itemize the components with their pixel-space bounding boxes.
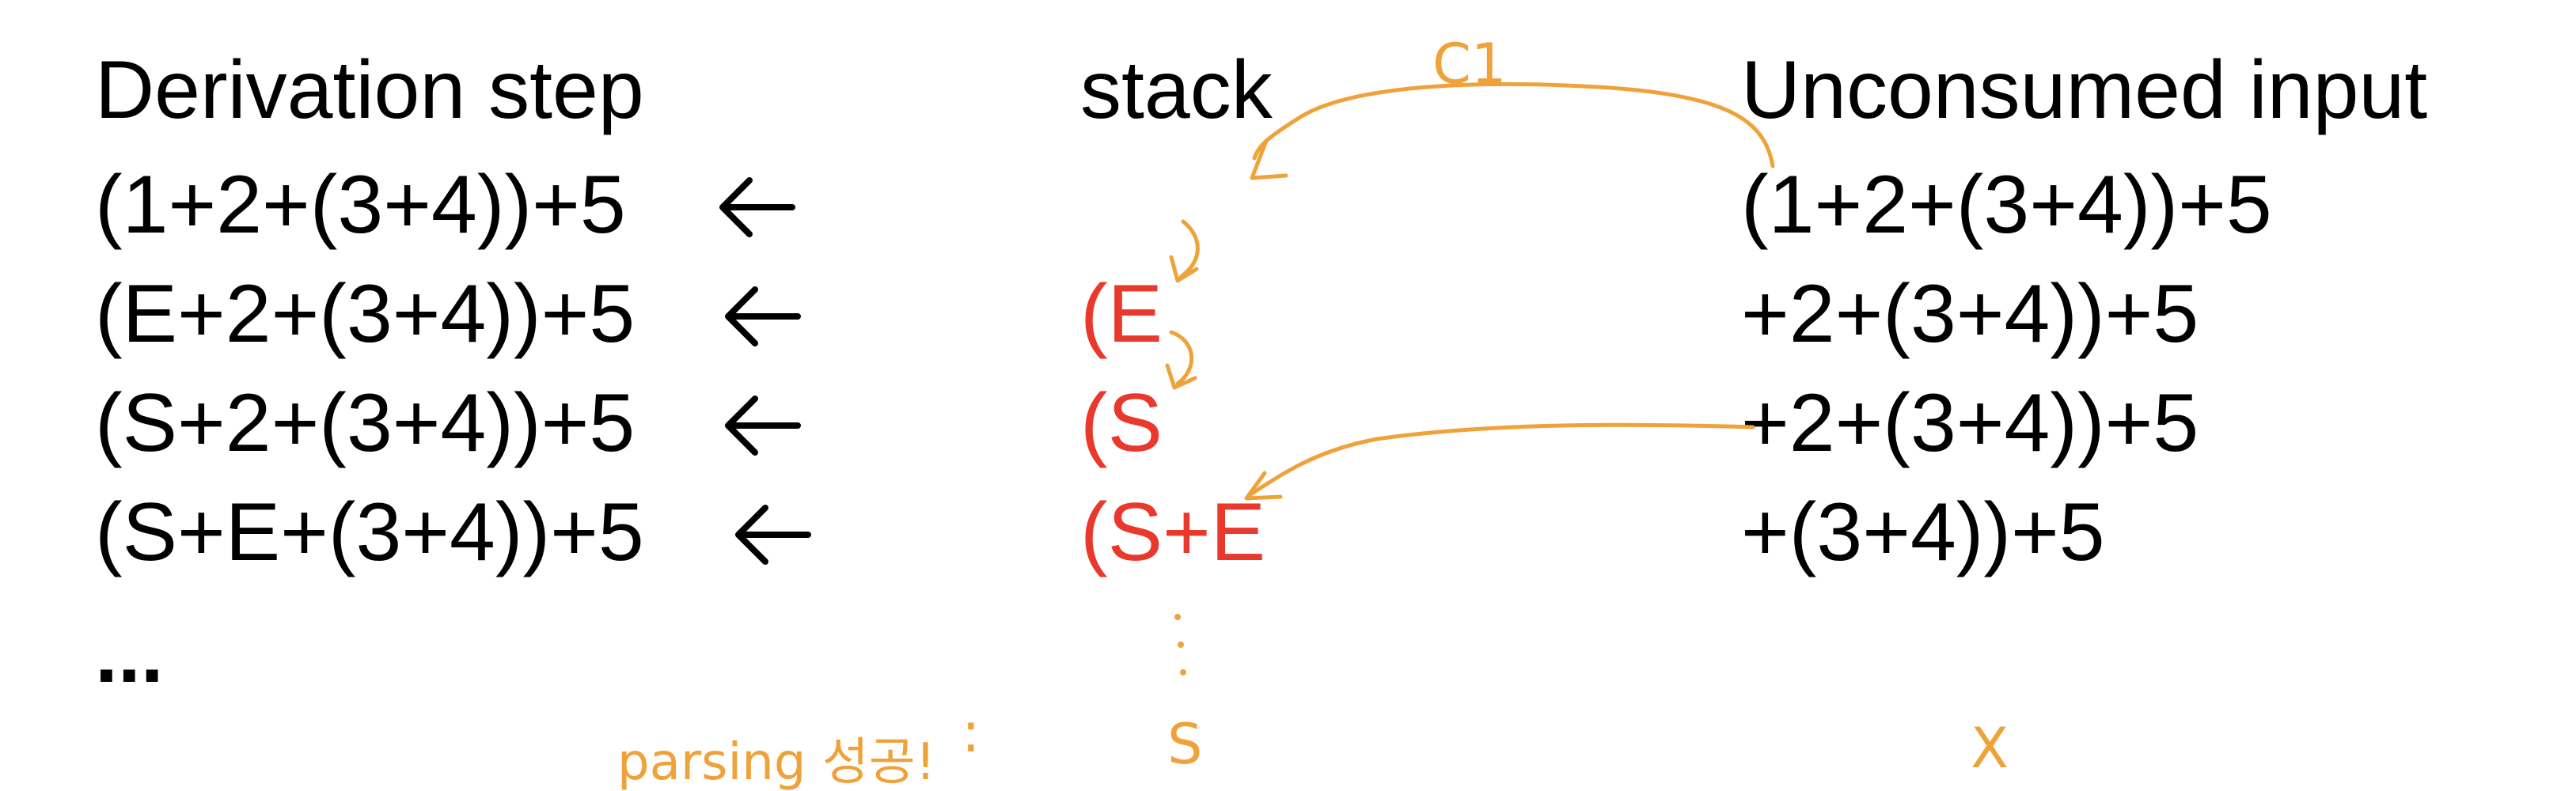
stack-row-4: (S+E	[1080, 486, 1266, 578]
dot	[1180, 669, 1186, 676]
stack-header: stack	[1080, 44, 1273, 136]
derivation-step-row-3: (S+2+(3+4))+5	[95, 377, 635, 469]
colon-mark: :	[962, 700, 981, 765]
unconsumed-input-row-2: +2+(3+4))+5	[1741, 268, 2199, 360]
parsing-note: parsing 성공!	[617, 733, 935, 791]
lower-curved-arrow	[1248, 422, 1755, 497]
c1-label: C1	[1432, 32, 1506, 97]
derivation-step-row-1: (1+2+(3+4))+5	[95, 159, 626, 251]
stack-row-2: (E	[1080, 268, 1163, 360]
left-arrow-icon	[735, 505, 811, 565]
left-arrow-icon	[725, 396, 801, 456]
unconsumed-input-row-1: (1+2+(3+4))+5	[1741, 159, 2272, 251]
derivation-step-row-4: (S+E+(3+4))+5	[95, 486, 644, 578]
derivation-step-row-2: (E+2+(3+4))+5	[95, 268, 635, 360]
final-input-x: X	[1971, 716, 2009, 781]
small-arrow-2	[1169, 330, 1194, 386]
ellipsis: ...	[95, 608, 164, 700]
top-arrow-head	[1250, 138, 1288, 180]
unconsumed-input-row-3: +2+(3+4))+5	[1741, 377, 2199, 469]
derivation-step-header: Derivation step	[95, 44, 644, 136]
dot	[1178, 642, 1184, 648]
unconsumed-input-row-4: +(3+4))+5	[1741, 486, 2105, 578]
top-curved-arrow	[1252, 81, 1775, 168]
stack-row-3: (S	[1080, 377, 1163, 469]
final-stack-s: S	[1167, 712, 1202, 777]
small-arrow-1	[1178, 219, 1200, 279]
small-arrow-1-head	[1169, 255, 1199, 283]
dot	[1174, 614, 1181, 620]
left-arrow-icon	[719, 177, 795, 237]
unconsumed-input-header: Unconsumed input	[1741, 44, 2428, 136]
small-arrow-2-head	[1165, 363, 1197, 390]
left-arrow-icon	[725, 286, 801, 346]
